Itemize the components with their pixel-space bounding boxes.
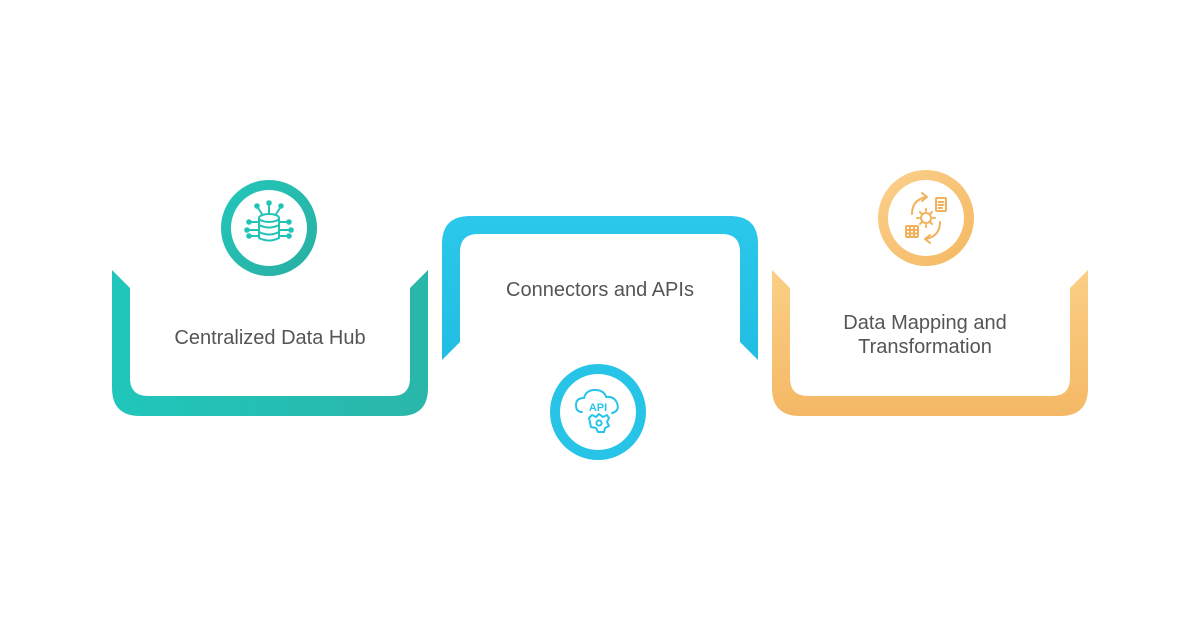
step-1-bracket [112, 270, 428, 416]
step-3-bracket [772, 270, 1088, 416]
step-2-icon-badge: API [550, 364, 646, 460]
database-network-icon [244, 200, 294, 242]
step-3-label-line-2: Transformation [858, 336, 992, 358]
step-1-icon-badge [221, 180, 317, 276]
data-transform-cycle-icon [905, 192, 947, 244]
step-1-label: Centralized Data Hub [174, 327, 366, 349]
api-cloud-gear-icon [575, 389, 619, 433]
step-3-label-line-1: Data Mapping and [843, 312, 1007, 334]
step-2-bracket [442, 216, 758, 360]
step-2-label: Connectors and APIs [506, 279, 694, 301]
step-3-icon-badge [878, 170, 974, 266]
api-icon-text: API [589, 402, 607, 414]
step-3-label: Data Mapping and Transformation [825, 311, 1025, 359]
